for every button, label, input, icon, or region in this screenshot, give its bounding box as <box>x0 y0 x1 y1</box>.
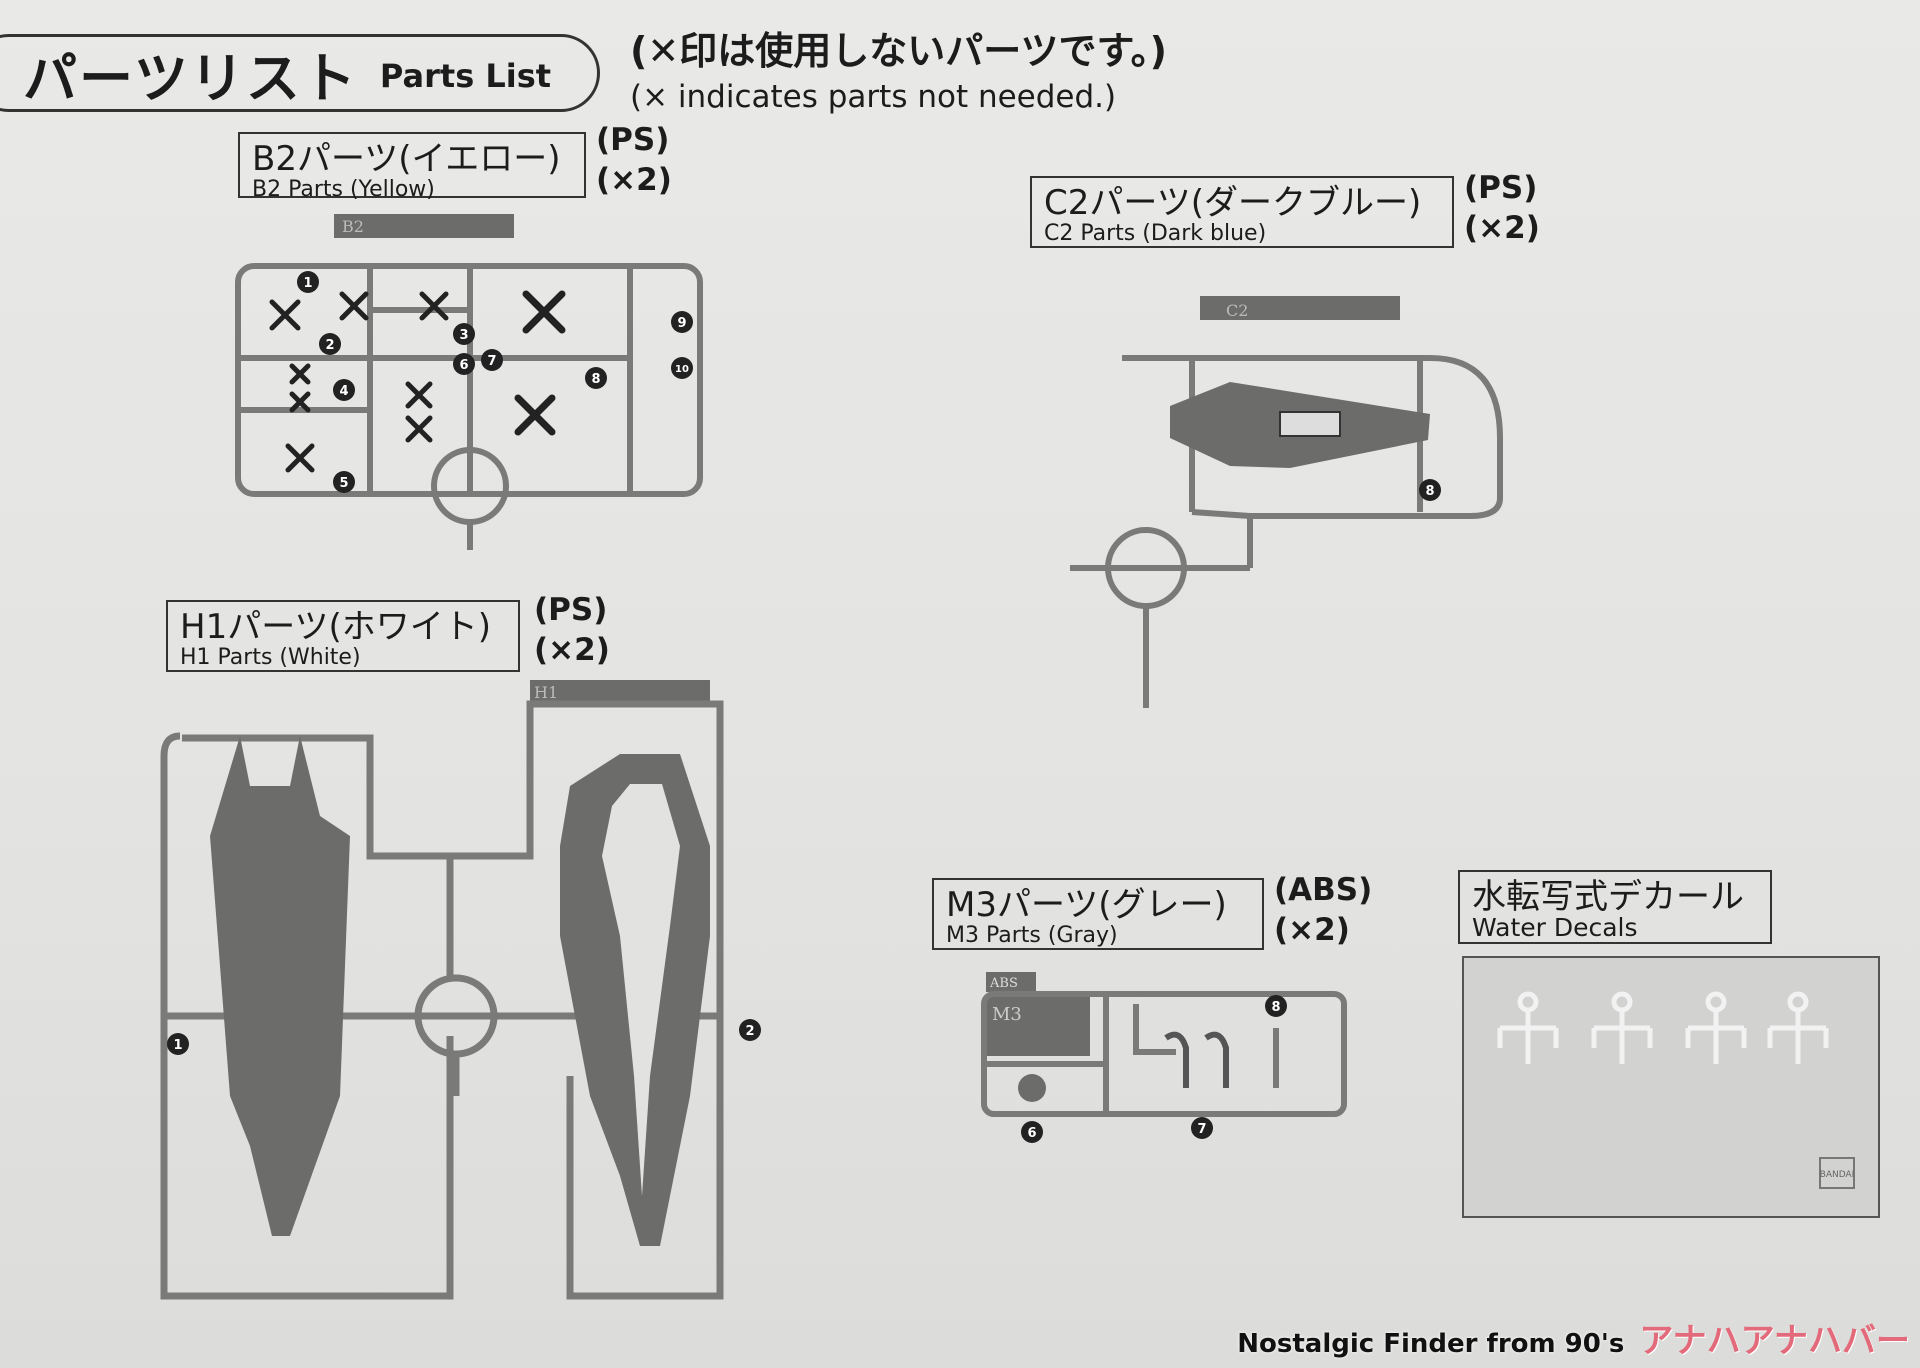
h1-part-2: 2 <box>745 1024 754 1039</box>
b2-part-2: 2 <box>325 338 334 353</box>
h1-part-1-shape <box>210 736 350 1236</box>
h1-quantity: (×2) <box>534 632 610 668</box>
decal-label: 水転写式デカール Water Decals <box>1458 870 1772 944</box>
b2-part-7: 7 <box>487 354 496 369</box>
title-en: Parts List <box>379 57 552 95</box>
b2-sprue-tag-label: B2 <box>342 217 364 236</box>
water-decal-sheet: BANDAI <box>1462 956 1880 1218</box>
h1-material: (PS) (×2) <box>534 590 610 670</box>
b2-part-9: 9 <box>677 316 686 331</box>
c2-sprue-tag-label: C2 <box>1226 301 1248 320</box>
m3-part-6: 6 <box>1027 1126 1036 1141</box>
c2-label: C2パーツ(ダークブルー) C2 Parts (Dark blue) <box>1030 176 1454 248</box>
watermark-katakana: アナハアナハバー <box>1639 1321 1910 1361</box>
h1-name-ja: H1パーツ(ホワイト) <box>180 607 492 647</box>
m3-name-ja: M3パーツ(グレー) <box>946 885 1227 925</box>
title-ja: パーツリスト <box>23 46 358 110</box>
h1-material-type: (PS) <box>534 592 608 628</box>
b2-part-10: 10 <box>675 364 689 375</box>
m3-part-7: 7 <box>1197 1122 1206 1137</box>
h1-sprue-tag-label: H1 <box>534 683 558 702</box>
decal-name-ja: 水転写式デカール <box>1472 877 1744 917</box>
photo-watermark: Nostalgic Finder from 90's アナハアナハバー <box>1237 1313 1910 1362</box>
c2-material: (PS) (×2) <box>1464 168 1540 248</box>
c2-quantity: (×2) <box>1464 210 1540 246</box>
b2-sprue-diagram: B2 1 2 3 4 5 <box>235 214 703 550</box>
watermark-text: Nostalgic Finder from 90's <box>1237 1329 1625 1359</box>
notice-ja: (✕印は使用しないパーツです。) <box>630 29 1168 73</box>
parts-list-title: パーツリスト Parts List <box>0 34 600 112</box>
c2-material-type: (PS) <box>1464 170 1538 206</box>
c2-part-8: 8 <box>1425 484 1434 499</box>
h1-part-1: 1 <box>173 1038 182 1053</box>
b2-sprue-tag <box>334 214 514 238</box>
m3-material: (ABS) (×2) <box>1274 870 1372 950</box>
b2-part-1: 1 <box>303 276 312 291</box>
b2-quantity: (×2) <box>596 162 672 198</box>
h1-sprue-diagram: H1 1 2 <box>160 680 761 1300</box>
m3-quantity: (×2) <box>1274 912 1350 948</box>
decal-marks: BANDAI <box>1497 991 1855 1189</box>
b2-label: B2パーツ(イエロー) B2 Parts (Yellow) <box>238 132 586 202</box>
b2-material: (PS) (×2) <box>596 120 672 200</box>
b2-part-8: 8 <box>591 372 600 387</box>
m3-name-en: M3 Parts (Gray) <box>946 923 1118 948</box>
b2-name-en: B2 Parts (Yellow) <box>252 177 435 202</box>
decal-name-en: Water Decals <box>1472 913 1638 942</box>
c2-sprue-diagram: C2 8 <box>1070 296 1503 708</box>
m3-sprue-diagram: ABS M3 6 7 8 <box>981 972 1347 1143</box>
c2-name-ja: C2パーツ(ダークブルー) <box>1044 183 1422 223</box>
h1-label: H1パーツ(ホワイト) H1 Parts (White) <box>166 600 520 672</box>
b2-part-4: 4 <box>339 384 348 399</box>
m3-part-8: 8 <box>1271 1000 1280 1015</box>
m3-label: M3パーツ(グレー) M3 Parts (Gray) <box>932 878 1264 950</box>
m3-sprue-tag-label: M3 <box>992 1004 1022 1025</box>
b2-part-3: 3 <box>459 328 468 343</box>
m3-material-type: (ABS) <box>1274 872 1373 908</box>
b2-part-5: 5 <box>339 476 348 491</box>
c2-name-en: C2 Parts (Dark blue) <box>1044 221 1267 246</box>
notice-en: (× indicates parts not needed.) <box>630 79 1117 115</box>
h1-name-en: H1 Parts (White) <box>180 645 361 670</box>
b2-part-6: 6 <box>459 358 468 373</box>
b2-material-type: (PS) <box>596 122 670 158</box>
m3-abs-tag: ABS <box>989 976 1018 991</box>
unused-notice: (✕印は使用しないパーツです。) (× indicates parts not … <box>630 20 1167 115</box>
bandai-logo: BANDAI <box>1820 1170 1855 1180</box>
b2-name-ja: B2パーツ(イエロー) <box>252 139 561 179</box>
